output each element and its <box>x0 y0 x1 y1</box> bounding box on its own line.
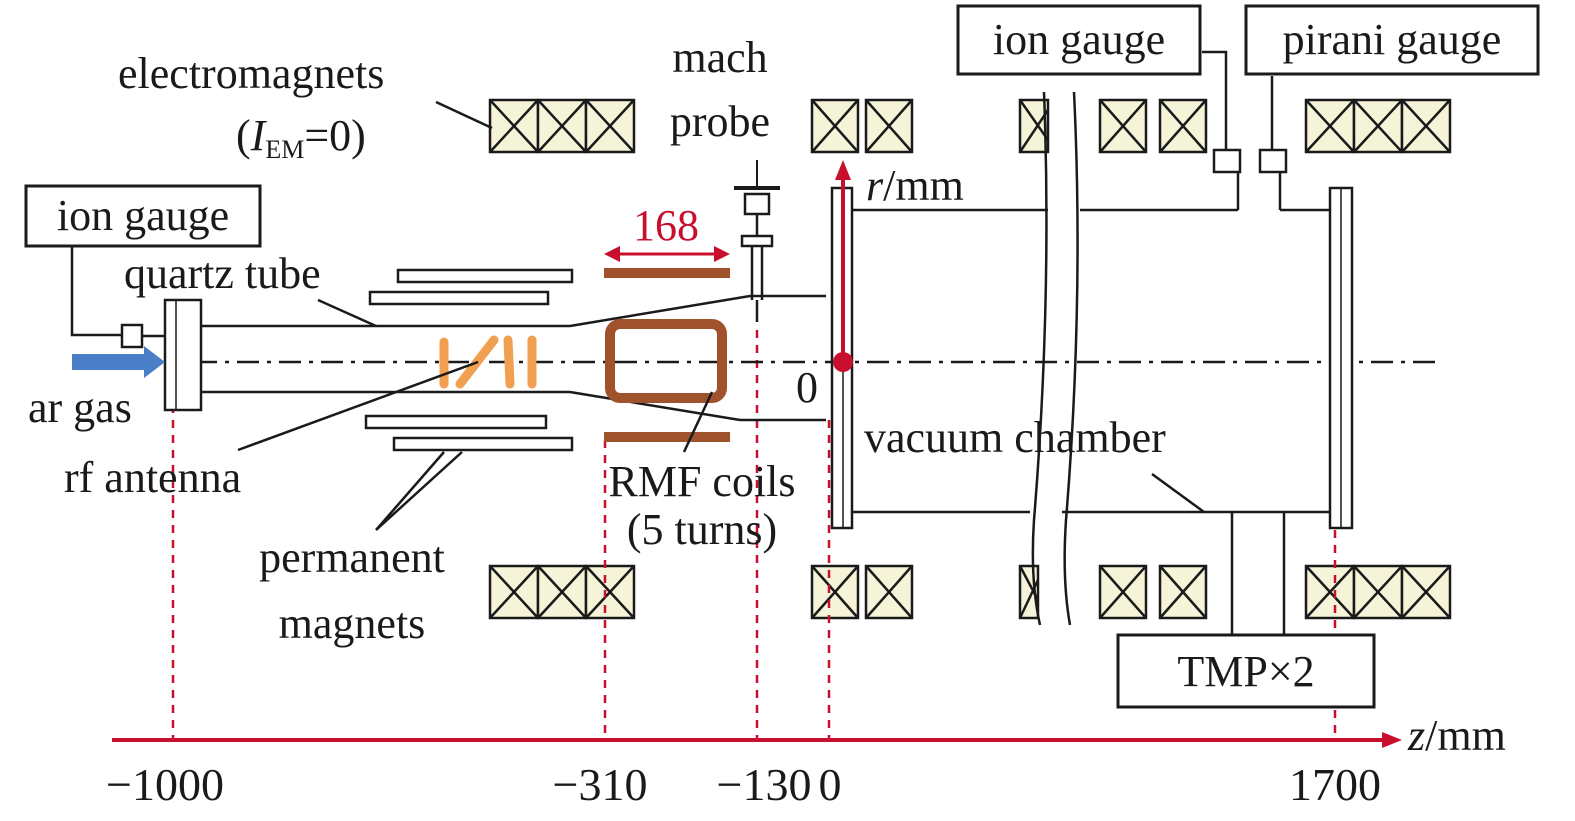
ion-gauge-left-port <box>120 323 144 349</box>
em-box <box>1352 98 1404 154</box>
z-tick-label: −1000 <box>106 759 224 810</box>
origin-zero-label: 0 <box>796 363 818 412</box>
dim-168-label: 168 <box>633 201 699 250</box>
rmf-coils-label-2: (5 turns) <box>627 505 777 554</box>
em-box <box>1098 98 1148 154</box>
electromagnets-top <box>488 98 1452 154</box>
tmp-label: TMP×2 <box>1177 647 1314 696</box>
rmf-coils <box>604 268 730 442</box>
r-axis-var: r <box>866 161 884 210</box>
mach-probe-label-1: mach <box>672 33 767 82</box>
rmf-coils-label-1: RMF coils <box>608 457 795 506</box>
electromagnets-bottom <box>488 564 1452 620</box>
em-box <box>810 98 860 154</box>
r-axis-unit: /mm <box>883 161 964 210</box>
origin-point <box>833 352 853 372</box>
mach-probe-label-2: probe <box>670 97 770 146</box>
permanent-magnets-label-2: magnets <box>279 599 426 648</box>
tmp-box <box>1116 633 1376 709</box>
ion-gauge-right-box <box>956 4 1202 76</box>
em-box <box>1352 564 1404 620</box>
z-tick-label: −130 <box>717 759 812 810</box>
z-axis-unit: /mm <box>1425 711 1506 760</box>
inlet-flange <box>163 298 203 412</box>
iem-i: I <box>250 111 268 160</box>
z-tick-label: 1700 <box>1289 759 1381 810</box>
z-axis-label: z/mm <box>1407 711 1506 760</box>
ion-gauge-left-label: ion gauge <box>57 191 229 240</box>
em-box <box>536 564 588 620</box>
ion-gauge-right-label: ion gauge <box>993 15 1165 64</box>
iem-rest: =0) <box>304 111 365 160</box>
em-box <box>1018 98 1050 154</box>
z-tick-label: −310 <box>553 759 648 810</box>
permanent-magnets <box>364 268 574 452</box>
em-box <box>488 564 540 620</box>
vacuum-chamber <box>852 91 1330 626</box>
em-box <box>1400 98 1452 154</box>
em-box <box>864 564 914 620</box>
r-axis <box>833 160 853 372</box>
ion-gauge-left-line <box>70 246 122 337</box>
em-box <box>864 98 914 154</box>
z-axis-var: z <box>1407 711 1425 760</box>
ar-gas-label: ar gas <box>28 383 132 432</box>
em-box <box>584 98 636 154</box>
em-box <box>584 564 636 620</box>
electromagnets-label: electromagnets <box>118 49 384 98</box>
permanent-magnets-label-1: permanent <box>259 533 445 582</box>
mach-probe <box>734 160 780 322</box>
pirani-gauge-label: pirani gauge <box>1283 15 1502 64</box>
vacuum-chamber-label: vacuum chamber <box>864 413 1166 462</box>
leader-lines <box>237 100 1205 531</box>
rf-antenna-label: rf antenna <box>64 453 241 502</box>
em-box <box>810 564 860 620</box>
iem-open: ( <box>236 111 251 160</box>
em-box <box>488 98 540 154</box>
iem-sub: EM <box>265 135 304 164</box>
em-box <box>1158 564 1208 620</box>
pirani-gauge-box <box>1244 4 1540 76</box>
r-axis-label: r/mm <box>866 161 964 210</box>
iem-label: (IEM=0) <box>236 111 366 164</box>
em-box <box>536 98 588 154</box>
em-box <box>1098 564 1148 620</box>
em-box <box>1304 564 1356 620</box>
em-box <box>1400 564 1452 620</box>
z-axis <box>112 732 1402 748</box>
em-box <box>1304 98 1356 154</box>
z-tick-label: 0 <box>819 759 842 810</box>
quartz-tube <box>200 294 826 422</box>
tmp-pipes <box>1230 512 1286 635</box>
dim-168-arrow <box>604 246 730 262</box>
ion-gauge-left-box <box>24 184 262 248</box>
em-box <box>1158 98 1208 154</box>
ar-gas-arrow <box>72 346 165 378</box>
quartz-tube-label: quartz tube <box>124 249 321 298</box>
chamber-gauge-ports <box>1202 50 1288 210</box>
